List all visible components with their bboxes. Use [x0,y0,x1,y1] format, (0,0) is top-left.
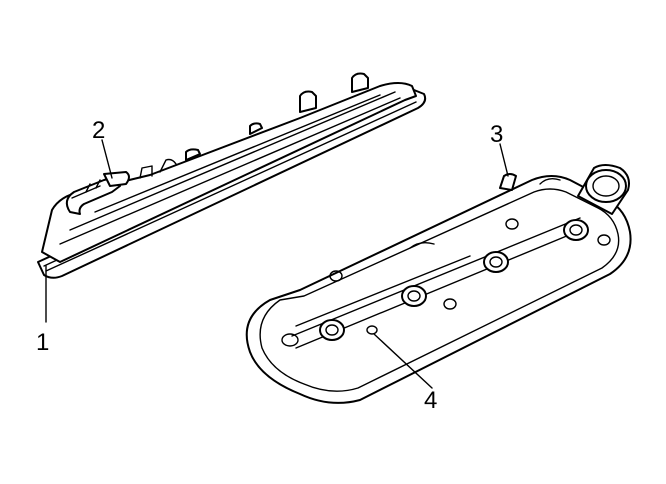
leader-line-2 [101,139,113,179]
leader-line-3 [499,143,509,177]
callout-label-2: 2 [92,117,105,144]
right-cover-oil-fill-neck [577,164,630,215]
callout-label-1: 1 [36,329,49,356]
right-valve-cover-top-view [245,164,632,404]
left-valve-cover-side-view [37,72,427,279]
leader-line-4 [373,333,433,389]
right-cover-bolt-holes [281,219,589,347]
right-cover-mounting-bosses [329,218,611,335]
left-cover-boss-2 [351,72,369,93]
left-cover-hose-elbow [65,177,121,215]
callout-label-4: 4 [424,387,437,414]
left-cover-boss-3 [185,148,201,161]
left-cover-hose-connector [103,171,130,187]
callout-label-3: 3 [490,121,503,148]
left-cover-boss-4 [249,122,263,135]
right-cover-inner-rim [259,188,620,392]
left-cover-body [41,82,417,263]
right-cover-vent-tube [499,173,517,191]
callout-leaders [45,139,509,389]
left-cover-boss-1 [299,90,317,113]
